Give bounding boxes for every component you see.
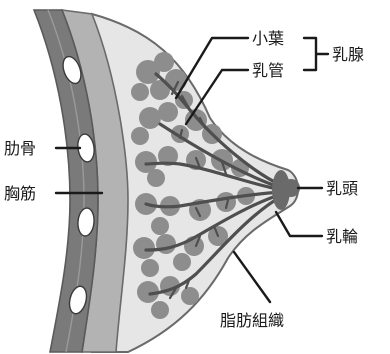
leader-bracket-nyusen <box>304 38 328 70</box>
label-shoyo: 小葉 <box>252 29 284 48</box>
label-nyusen: 乳腺 <box>332 45 364 64</box>
label-rokkotsu: 肋骨 <box>4 139 36 158</box>
label-nyuto: 乳頭 <box>326 179 358 198</box>
leader-line-nyurin <box>276 212 322 236</box>
label-kyokin: 胸筋 <box>4 184 36 203</box>
label-nyukan: 乳管 <box>252 61 284 80</box>
leader-line-shibososhiki <box>234 252 270 302</box>
label-nyurin: 乳輪 <box>326 227 358 246</box>
label-shibososhiki: 脂肪組織 <box>220 311 284 330</box>
